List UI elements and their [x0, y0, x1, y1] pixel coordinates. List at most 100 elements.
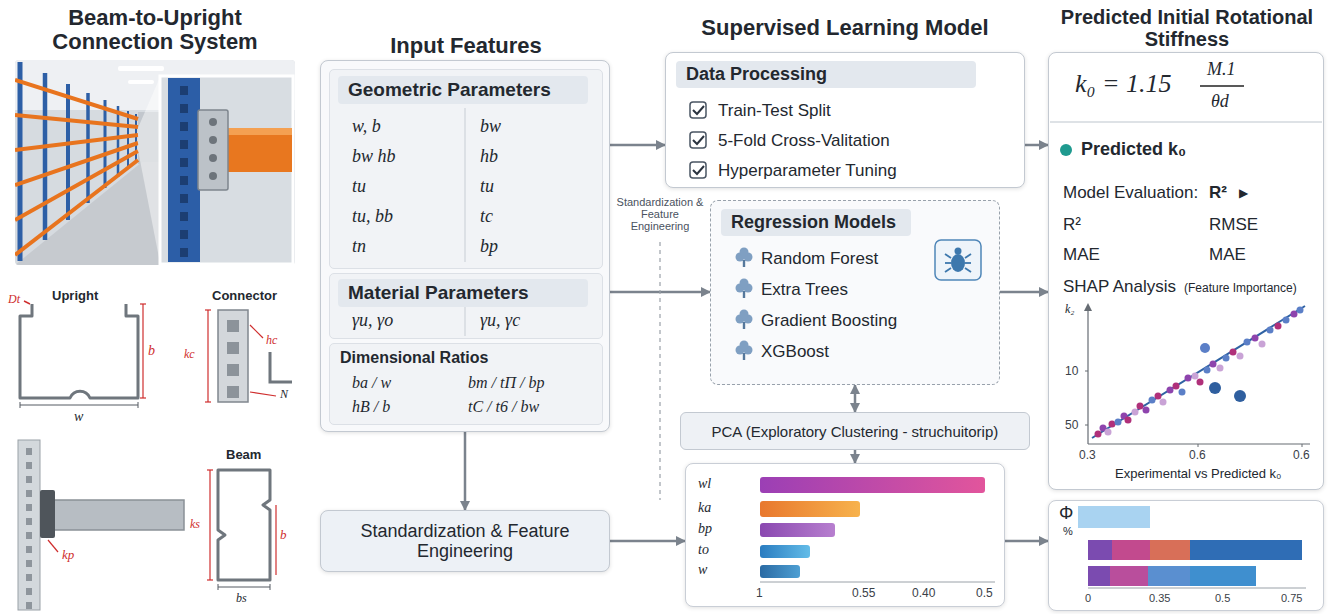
- scatter-plot-part-part: [1223, 355, 1230, 362]
- scatter-plot-part-part: [1297, 307, 1304, 314]
- scatter-plot-part-part: [1267, 327, 1274, 334]
- checkbox-icons-part: [690, 132, 706, 148]
- connector-drawing-part: [227, 386, 239, 398]
- scatter-plot-part-part: [1192, 373, 1199, 380]
- scatter-plot-part-part: [1204, 367, 1211, 374]
- list-item: Train-Test Split: [718, 101, 831, 121]
- tree-icons-part-part: [740, 248, 749, 257]
- checkbox-icons-part: [690, 102, 706, 118]
- parameter-symbol: hB / b: [352, 398, 390, 416]
- shap-bars-part: [1150, 540, 1190, 560]
- connector-drawing-part: [205, 401, 211, 402]
- scatter-plot-part-part: [1210, 361, 1217, 368]
- dimension-label: kp: [62, 548, 74, 562]
- zoom-inset-part: [180, 104, 188, 113]
- model-icon-part: [945, 262, 951, 264]
- scatter-plot-part-part: [1244, 339, 1251, 346]
- scatter-plot-part-part: [1137, 403, 1144, 410]
- parameter-symbol: bp: [480, 236, 498, 257]
- axis-tick: 0.6: [1189, 449, 1206, 463]
- scatter-plot-part-part: [1155, 393, 1162, 400]
- tree-icons-part-part: [740, 341, 749, 350]
- warehouse-photo-part: [15, 80, 138, 119]
- parameter-symbol: bp: [698, 521, 712, 537]
- parameter-symbol: w, b: [352, 116, 381, 137]
- list-item: Gradient Boosting: [761, 311, 897, 331]
- checkbox-icons-part: [693, 106, 704, 114]
- flow-arrow: [610, 144, 665, 147]
- metric-label: MAE: [1209, 245, 1246, 265]
- shap-bars-part: [1088, 588, 1306, 589]
- scatter-plot-part-part: [1115, 419, 1122, 426]
- dimension-label: b: [280, 528, 287, 542]
- connector-drawing-part: [218, 310, 248, 402]
- section-header: Dimensional Ratios: [340, 349, 488, 367]
- tree-icons-part: [736, 279, 753, 299]
- warehouse-photo-part: [43, 73, 48, 240]
- flow-arrow: [854, 450, 857, 463]
- beam-section-part: [207, 469, 213, 470]
- scatter-plot-part-part: [1252, 335, 1259, 342]
- axis-tick: 0.35: [1149, 592, 1170, 605]
- upright-section-part: [142, 304, 143, 398]
- beam-section-part: [275, 505, 276, 575]
- beam-connection-drawing-part: [54, 500, 184, 530]
- axis-tick: 0.5: [976, 587, 993, 601]
- scatter-plot-part-part: [1283, 317, 1290, 324]
- dimension-label: Dt: [8, 293, 20, 306]
- upright-section-part: [140, 303, 146, 304]
- zoom-inset-part: [180, 212, 188, 221]
- beam-connection-drawing-part: [26, 560, 32, 567]
- scatter-plot-part-part: [1143, 407, 1150, 414]
- warehouse-photo-part: [15, 143, 138, 185]
- zoom-inset-part: [209, 136, 217, 144]
- list-item: Hyperparameter Tuning: [718, 161, 897, 181]
- list-item: 5-Fold Cross-Valitation: [718, 131, 890, 151]
- model-icon-part: [965, 254, 971, 258]
- analysis-note: (Feature Importance): [1184, 282, 1297, 296]
- part-name: Upright: [52, 289, 98, 303]
- scatter-plot-part-part: [1125, 417, 1132, 424]
- shap-bars-part: [1112, 540, 1150, 560]
- tree-icons-part-part: [743, 291, 745, 298]
- importance-bars-part: [760, 545, 810, 558]
- scatter-plot-part-part: [1237, 353, 1244, 360]
- checkbox-icons-part: [693, 136, 704, 144]
- flow-arrow: [1000, 291, 1048, 294]
- axis-tick: 1: [756, 587, 763, 601]
- parameter-symbol: tC / t6 / bw: [468, 398, 539, 416]
- model-group: Regression ModelsRandom ForestExtra Tree…: [710, 200, 1000, 385]
- parameter-symbol: tu, bb: [352, 206, 393, 227]
- scatter-plot-part-part: [1230, 349, 1237, 356]
- dimension-label: b: [148, 343, 155, 358]
- beam-section: [207, 470, 276, 590]
- scatter-plot-part-part: [1275, 323, 1282, 330]
- scatter-plot-part-part: [1200, 343, 1210, 353]
- shap-bars-part: [1190, 540, 1302, 560]
- tree-icons-part: [736, 341, 753, 361]
- axis-tick: k₂: [1065, 303, 1075, 317]
- warehouse-photo-part: [18, 62, 23, 261]
- dimension-label: hc: [266, 334, 277, 347]
- upright-section-part: [138, 402, 139, 408]
- metric-icon: ▶: [1239, 187, 1248, 201]
- output-decor: [1050, 86, 1322, 156]
- axis-tick: 0.40: [912, 587, 935, 601]
- model-icon-part: [945, 268, 951, 272]
- box-label: Standardization & Feature Engineering: [340, 521, 590, 562]
- model-icon: [935, 240, 981, 280]
- model-icon-part: [951, 254, 965, 272]
- scatter-plot-part-part: [1167, 387, 1174, 394]
- output-decor-part: [1060, 144, 1072, 156]
- beam-connection-drawing-part: [26, 448, 32, 455]
- tree-icons: [736, 248, 753, 361]
- section-header: Regression Models: [721, 209, 911, 236]
- column-divider: [465, 108, 466, 336]
- model-icon-part: [935, 240, 981, 280]
- dashed-guide: [660, 242, 661, 500]
- beam-section-part: [218, 587, 270, 588]
- output-title: Predicted k₀: [1081, 139, 1186, 160]
- metric-label: MAE: [1063, 245, 1100, 265]
- beam-connection-drawing-part: [26, 518, 32, 525]
- output-decor-part: [1200, 85, 1244, 87]
